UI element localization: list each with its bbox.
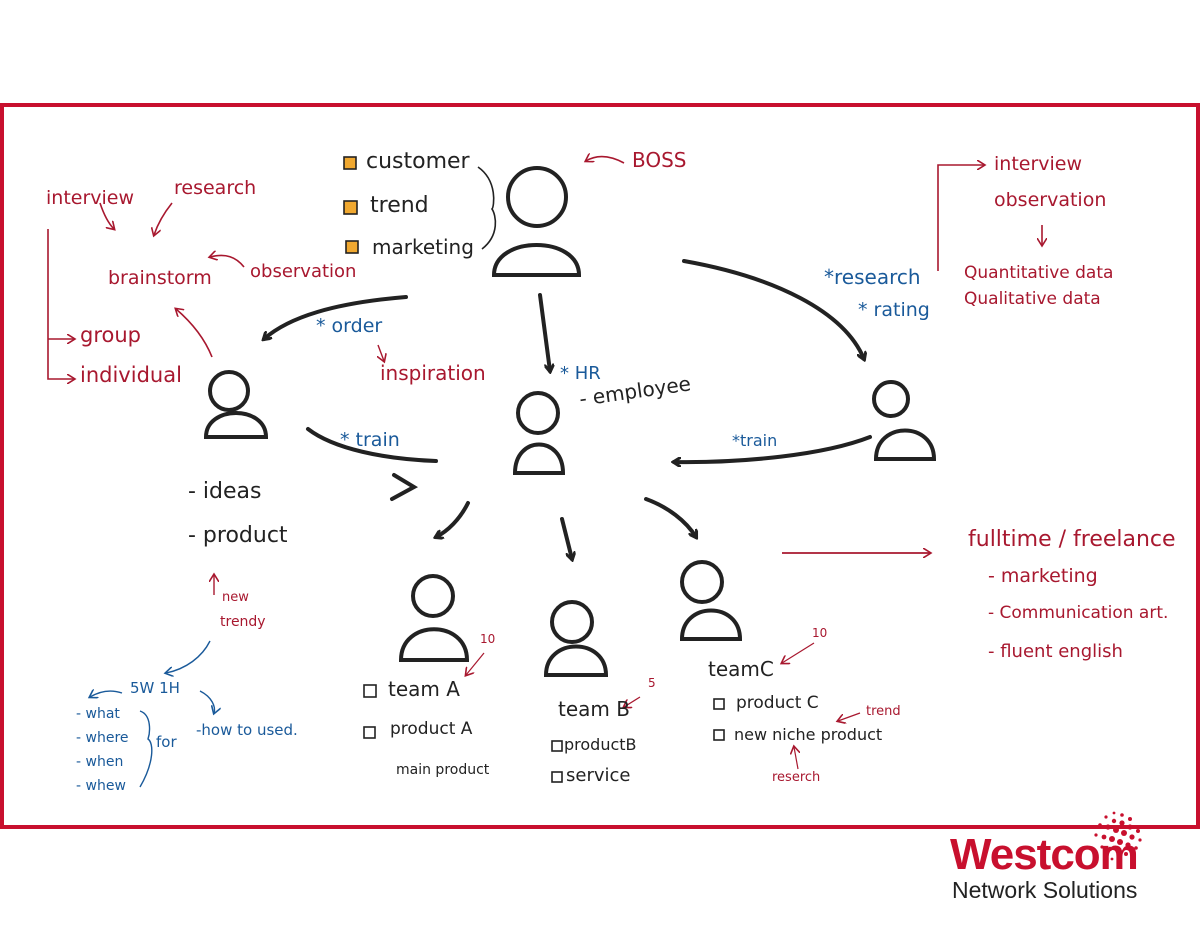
hiring-title: fulltime / freelance — [968, 527, 1176, 552]
boss-person-icon — [491, 166, 582, 277]
team-b-item-productb: productB — [564, 735, 637, 754]
skill-marketing: - marketing — [988, 565, 1098, 587]
questions-brace — [139, 710, 153, 788]
question-when: - when — [76, 754, 124, 770]
skill-fluent-english: - fluent english — [988, 641, 1123, 662]
hr-to-team-c-arrow — [644, 497, 696, 537]
team-checkboxes — [363, 684, 725, 783]
observation-to-brainstorm-arrow — [210, 255, 245, 268]
how-to-used-label: -how to used. — [196, 721, 298, 739]
question-where: - where — [76, 730, 129, 746]
rating-label: * rating — [858, 299, 930, 321]
team-b-score: 5 — [648, 676, 656, 690]
person-to-brainstorm-arrow — [176, 309, 213, 358]
team-a-label: team A — [388, 677, 460, 701]
checklist-trend: trend — [370, 193, 429, 218]
whiteboard-frame: BOSS customer trend marketing interview … — [0, 103, 1200, 902]
hr-to-team-a-arrow — [436, 501, 470, 537]
boss-to-right-arrow — [682, 259, 864, 359]
research-label-left: research — [174, 177, 257, 199]
order-to-inspiration-arrow — [378, 344, 384, 361]
quantitative-data-label: Quantitative data — [964, 263, 1114, 283]
boss-to-hr-arrow — [538, 293, 550, 371]
boss-to-left-arrow — [264, 295, 408, 339]
for-label: for — [156, 733, 177, 751]
product-to-5w1h-arrow — [166, 640, 211, 673]
team-a-score-arrow — [466, 652, 485, 675]
checklist-bracket — [477, 166, 497, 250]
interview-to-brainstorm-arrow — [99, 202, 114, 229]
5w1h-left-arrow — [90, 691, 123, 697]
left-train-label: * train — [340, 429, 400, 451]
observation-label-left: observation — [250, 261, 357, 282]
right-bracket-lines — [937, 165, 984, 271]
research-label-right: *research — [824, 265, 921, 289]
skill-communication-art: - Communication art. — [988, 603, 1169, 623]
trendy-label: trendy — [220, 614, 266, 630]
team-b-label: team B — [558, 697, 630, 721]
qualitative-data-label: Qualitative data — [964, 289, 1101, 309]
team-a-note: main product — [396, 762, 490, 778]
hr-label: * HR — [560, 363, 601, 384]
checklist-marketing: marketing — [372, 235, 474, 259]
interview-label-left: interview — [46, 187, 135, 209]
team-a-person-icon — [398, 574, 470, 662]
question-what: - what — [76, 706, 120, 722]
westcom-logo: Westcom Network Solutions — [950, 811, 1150, 913]
output-product: - product — [188, 523, 288, 548]
checklist-customer: customer — [366, 149, 470, 174]
boss-checkboxes — [343, 156, 359, 254]
team-b-person-icon — [543, 600, 609, 677]
team-c-score: 10 — [812, 626, 828, 640]
team-c-person-icon — [679, 560, 743, 641]
left-train-curve — [306, 427, 438, 501]
team-c-score-arrow — [782, 642, 815, 663]
logo-tagline: Network Solutions — [952, 877, 1138, 903]
5w1h-right-arrow — [199, 690, 214, 713]
research-note-arrow — [794, 747, 798, 770]
logo-brand: Westcom — [950, 830, 1139, 879]
interview-label-right: interview — [994, 153, 1083, 175]
team-c-item-product-c: product C — [736, 693, 819, 713]
boss-label-arrow — [586, 157, 625, 164]
right-train-label: *train — [732, 431, 778, 450]
inspiration-label: inspiration — [380, 361, 486, 385]
left-person-icon — [203, 370, 269, 439]
method-5w1h: 5W 1H — [130, 679, 180, 697]
team-c-trend-note: trend — [866, 704, 901, 719]
team-a-score: 10 — [480, 632, 496, 646]
boss-label: BOSS — [632, 148, 687, 172]
brainstorm-label: brainstorm — [108, 267, 212, 289]
team-c-label: teamC — [708, 657, 774, 681]
research-to-brainstorm-arrow — [154, 202, 173, 235]
output-ideas: - ideas — [188, 479, 262, 504]
individual-label: individual — [80, 363, 182, 387]
trend-arrow — [838, 712, 861, 721]
hr-person-icon — [512, 391, 566, 475]
question-whew: - whew — [76, 778, 126, 794]
team-b-score-arrow — [624, 696, 641, 707]
observation-label-right: observation — [994, 189, 1107, 211]
team-b-item-service: service — [566, 765, 631, 786]
order-label: * order — [316, 315, 383, 337]
team-a-item-product-a: product A — [390, 719, 473, 739]
new-label: new — [222, 590, 249, 605]
org-diagram-drawing — [47, 107, 1196, 788]
left-bracket-lines — [47, 229, 74, 379]
group-label: group — [80, 323, 141, 347]
right-person-icon — [872, 380, 937, 461]
hr-to-team-b-arrow — [560, 517, 572, 559]
team-c-item-niche-product: new niche product — [734, 725, 883, 744]
logo-dot-pattern — [1094, 811, 1142, 863]
right-train-arrow — [674, 435, 872, 462]
team-c-research-note: reserch — [772, 770, 821, 785]
